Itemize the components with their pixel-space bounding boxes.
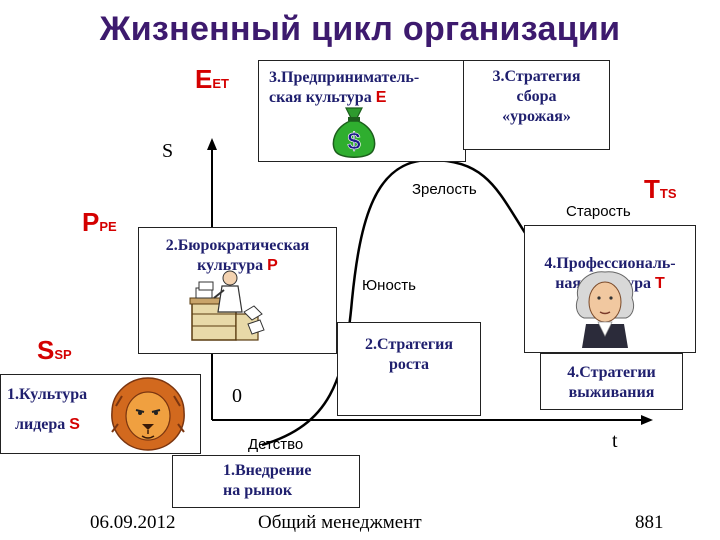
lion-icon (111, 377, 185, 451)
stage-childhood: Детство (248, 436, 304, 453)
bureaucratic-culture-line2: культура P (147, 256, 328, 276)
leader-culture-line2: лидера S (7, 415, 194, 435)
stage-old-age: Старость (566, 203, 631, 220)
letter-tts-main: T (644, 174, 660, 204)
letter-ssp-sub: SP (54, 347, 72, 362)
bureaucratic-culture-letter: P (267, 257, 278, 274)
letter-eet-sub: ET (212, 76, 229, 91)
bureaucratic-culture-line2-text: культура (197, 257, 264, 274)
survival-strategy-box: 4.Стратегии выживания (540, 353, 683, 410)
y-axis-label: S (162, 140, 174, 162)
bureaucrat-at-desk-icon (189, 270, 265, 341)
portrait-icon (575, 271, 635, 348)
page-title: Жизненный цикл организации (99, 10, 621, 48)
letter-ppe-sub: PE (99, 219, 117, 234)
market-entry-box: 1.Внедрение на рынок (172, 455, 360, 508)
professional-culture-letter: T (655, 275, 665, 292)
money-bag-symbol: $ (347, 128, 361, 155)
growth-strategy-line1: 2.Стратегия (365, 336, 453, 353)
footer-subject: Общий менеджмент (258, 512, 422, 533)
x-axis-label: t (612, 430, 618, 452)
survival-strategy-line1: 4.Стратегии (567, 364, 656, 381)
origin-label: 0 (232, 385, 242, 407)
letter-eet-main: E (195, 64, 213, 94)
entrepreneurial-culture-line2-text: ская культура (269, 89, 372, 106)
harvest-strategy-line1: 3.Стратегия (492, 68, 581, 85)
letter-eet: EET (195, 64, 229, 95)
letter-ssp: SSP (37, 335, 72, 366)
growth-strategy-line2: роста (388, 356, 430, 373)
letter-ssp-main: S (37, 335, 55, 365)
harvest-strategy-box: 3.Стратегия сбора «урожая» (463, 60, 610, 150)
entrepreneurial-culture-letter: E (375, 89, 387, 106)
survival-strategy-line2: выживания (568, 384, 655, 401)
entrepreneurial-culture-line2: ская культура E (269, 88, 455, 108)
footer-date: 06.09.2012 (90, 512, 176, 533)
leader-culture-line2-text: лидера (15, 416, 66, 433)
market-entry-line1: 1.Внедрение (223, 462, 312, 479)
letter-ppe-main: P (82, 207, 100, 237)
entrepreneurial-culture-line1: 3.Предприниматель- (269, 69, 420, 86)
harvest-strategy-line2: сбора (516, 88, 557, 105)
bureaucratic-culture-line1: 2.Бюрократическая (165, 237, 310, 254)
harvest-strategy-line3: «урожая» (502, 108, 571, 125)
leader-culture-line1: 1.Культура (7, 386, 88, 403)
growth-strategy-box: 2.Стратегия роста (337, 322, 481, 416)
letter-tts-sub: TS (659, 186, 677, 201)
money-bag-icon: $ (332, 107, 376, 158)
x-axis-arrow (641, 415, 653, 425)
letter-tts: TTS (644, 174, 677, 205)
y-axis-arrow (207, 138, 217, 150)
letter-ppe: PPE (82, 207, 117, 238)
market-entry-line2: на рынок (223, 482, 293, 499)
stage-youth: Юность (362, 277, 416, 294)
professional-culture-line1: 4.Профессиональ- (544, 255, 676, 272)
footer-page-number: 881 (635, 512, 664, 533)
leader-culture-letter: S (69, 416, 80, 433)
stage-maturity: Зрелость (412, 181, 477, 198)
